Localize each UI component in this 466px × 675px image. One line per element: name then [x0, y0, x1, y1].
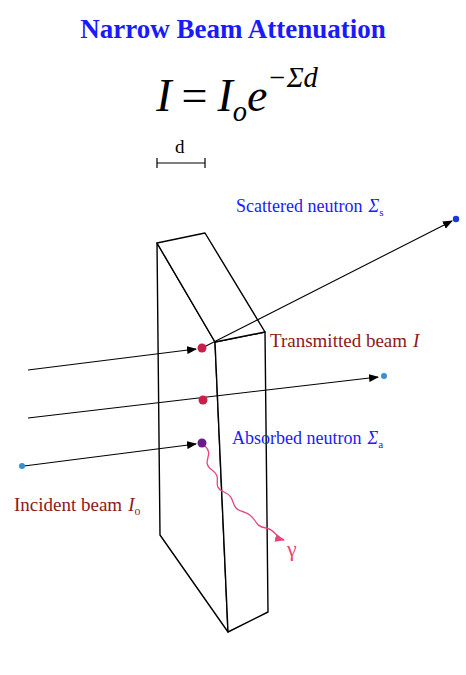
label-text: I [128, 494, 134, 516]
title: Narrow Beam Attenuation [0, 14, 466, 45]
label-text: e [247, 69, 267, 122]
incident-label: Incident beam Io [14, 494, 140, 519]
neutron-dots [19, 216, 459, 469]
label-text: −Σd [267, 62, 317, 94]
label-text: Σ [368, 196, 379, 217]
transmitted-label: Transmitted beam I [270, 330, 419, 352]
label-text: Scattered neutron [236, 196, 362, 217]
label-text: I [156, 69, 171, 122]
label-text: o [233, 96, 247, 128]
label-text: I [413, 330, 419, 352]
label-text: I [217, 69, 232, 122]
label-text: s [379, 206, 383, 218]
label-text: Incident beam [14, 494, 122, 516]
neutron-beams [24, 221, 452, 466]
thickness-label: d [175, 136, 185, 158]
absorbed-label: Absorbed neutron Σa [232, 428, 383, 450]
gamma-ray [205, 446, 284, 540]
scattered-label: Scattered neutron Σs [236, 196, 384, 218]
gamma-label: γ [287, 536, 297, 562]
thickness-bracket [157, 158, 205, 168]
label-text: o [134, 505, 140, 519]
label-text: γ [287, 536, 297, 562]
label-text: d [175, 136, 185, 158]
label-text: a [378, 438, 383, 450]
attenuation-formula: I=Ioe−Σd [4, 62, 466, 128]
label-text: = [181, 69, 207, 122]
label-text: Absorbed neutron [232, 428, 361, 449]
label-text: Σ [367, 428, 378, 449]
label-text: Transmitted beam [270, 330, 407, 352]
